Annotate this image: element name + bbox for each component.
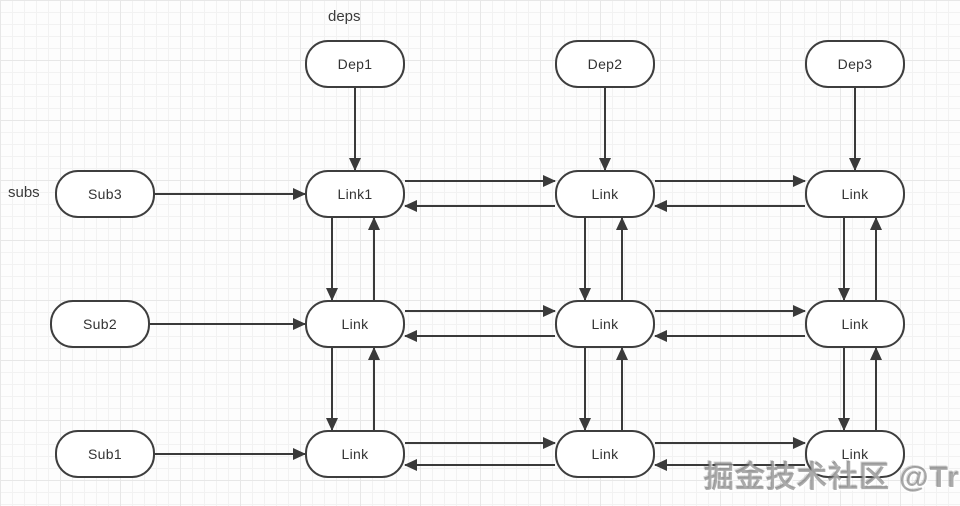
node-link-top-mid: Link xyxy=(555,170,655,218)
node-dep1: Dep1 xyxy=(305,40,405,88)
node-link1: Link1 xyxy=(305,170,405,218)
subs-axis-label: subs xyxy=(8,184,40,201)
node-link-bot-mid: Link xyxy=(555,430,655,478)
node-link-bot-left: Link xyxy=(305,430,405,478)
node-sub2: Sub2 xyxy=(50,300,150,348)
node-link-mid-left: Link xyxy=(305,300,405,348)
node-sub3: Sub3 xyxy=(55,170,155,218)
deps-axis-label: deps xyxy=(328,8,361,25)
node-dep3: Dep3 xyxy=(805,40,905,88)
node-dep2: Dep2 xyxy=(555,40,655,88)
node-link-top-right: Link xyxy=(805,170,905,218)
node-link-mid-right: Link xyxy=(805,300,905,348)
node-sub1: Sub1 xyxy=(55,430,155,478)
node-link-bot-right: Link xyxy=(805,430,905,478)
node-link-mid-mid: Link xyxy=(555,300,655,348)
